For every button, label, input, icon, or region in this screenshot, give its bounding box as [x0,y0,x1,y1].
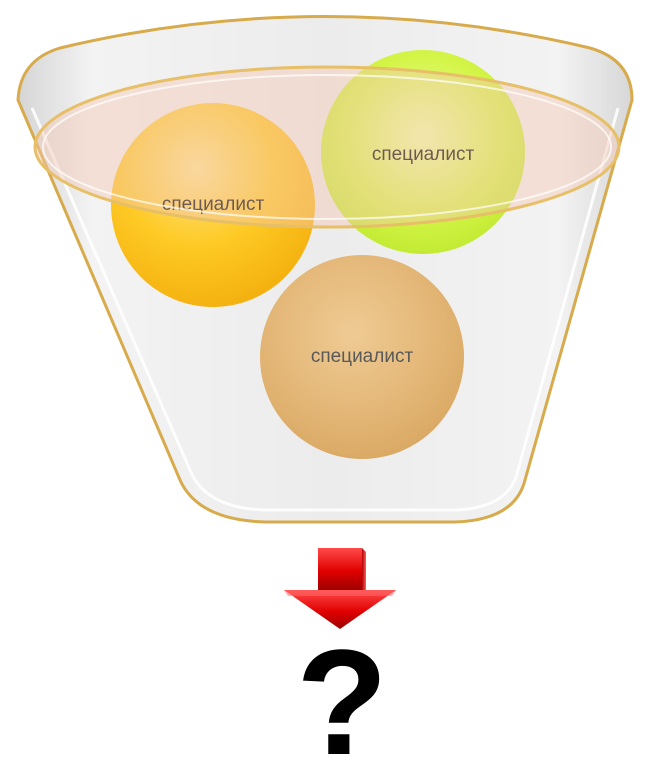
circle-specialist-3: специалист [260,255,464,459]
question-mark: ? [296,618,388,764]
circle-label: специалист [372,144,475,165]
funnel-inner-edge [30,107,620,512]
circle-label: специалист [311,346,414,367]
down-arrow-icon [284,548,396,629]
funnel-rim [33,65,621,229]
circle-specialist-2: специалист [321,50,525,254]
